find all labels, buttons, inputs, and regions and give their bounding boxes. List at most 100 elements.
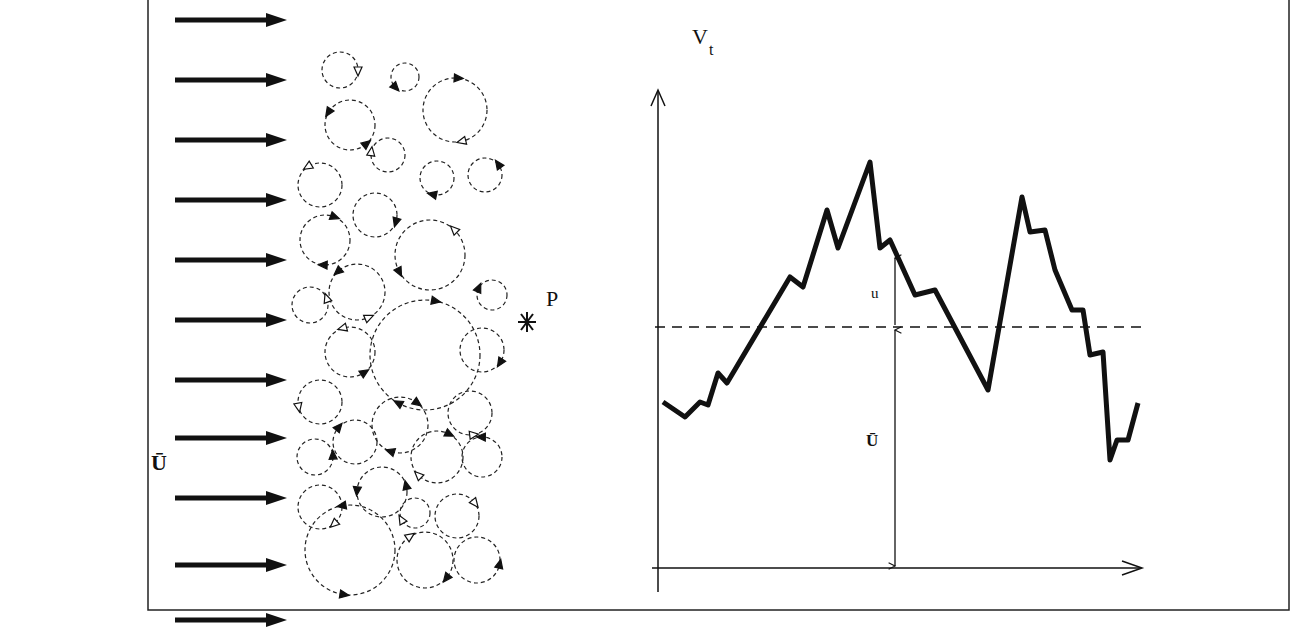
arrow-head (266, 13, 287, 27)
eddy-arrowhead (431, 296, 441, 304)
chart-axes (651, 90, 1142, 592)
eddy-arrowhead (367, 147, 375, 156)
eddy-arrowhead (457, 136, 467, 144)
eddy-arrowhead (469, 498, 478, 508)
eddy-arrowhead (359, 370, 369, 378)
eddy-arrowhead (394, 401, 404, 409)
fluctuation-label: u (871, 286, 879, 301)
eddy-arrowhead (405, 533, 415, 541)
eddy (300, 215, 350, 265)
eddy (435, 494, 479, 538)
eddy-arrowhead (334, 266, 343, 275)
arrow-shaft (175, 496, 272, 501)
eddy (353, 193, 397, 237)
eddy-arrowhead (403, 481, 411, 491)
eddy-arrowhead (338, 323, 348, 331)
eddy (370, 300, 480, 410)
eddy-arrowhead (386, 449, 396, 457)
flow-arrow (175, 431, 287, 445)
arrow-head (266, 253, 287, 267)
eddy-arrowhead (353, 486, 361, 495)
flow-arrow (175, 133, 287, 147)
eddy-arrowhead (324, 293, 332, 303)
eddy (372, 397, 428, 453)
eddy-arrowhead (473, 283, 480, 293)
flow-arrow (175, 613, 287, 627)
flow-arrow (175, 73, 287, 87)
arrow-head (266, 558, 287, 572)
eddy (477, 280, 507, 310)
eddy (423, 78, 487, 142)
velocity-signal (663, 162, 1138, 460)
eddy (397, 532, 453, 588)
eddy-arrowhead (364, 315, 374, 322)
eddy-arrowhead (469, 431, 478, 439)
eddy (411, 431, 463, 483)
eddy (420, 161, 454, 195)
eddy-arrowhead (399, 515, 407, 525)
eddy (297, 439, 333, 475)
eddy (400, 498, 430, 528)
eddy-arrowhead (390, 82, 399, 91)
point-marker (518, 312, 536, 332)
frame (148, 0, 1289, 610)
mean-velocity-label: Ū (866, 432, 878, 449)
flow-arrow (175, 253, 287, 267)
arrow-shaft (175, 436, 272, 441)
dimension-lines (894, 258, 895, 566)
flow-arrow (175, 13, 287, 27)
eddy (454, 537, 500, 583)
eddy-arrowhead (330, 518, 339, 527)
eddy-arrowhead (415, 472, 424, 481)
eddy (292, 287, 328, 323)
eddy-arrowhead (329, 450, 337, 459)
eddy-arrowhead (329, 212, 339, 220)
point-label: P (546, 288, 558, 310)
eddy-arrowhead (444, 429, 454, 437)
flow-arrow (175, 193, 287, 207)
eddy (395, 220, 465, 290)
eddy-arrowhead (412, 397, 422, 406)
arrow-shaft (175, 18, 272, 23)
arrow-head (266, 613, 287, 627)
flow-arrow (175, 313, 287, 327)
flow-arrow (175, 373, 287, 387)
arrow-shaft (175, 198, 272, 203)
eddy (298, 380, 342, 424)
eddy (322, 52, 358, 88)
arrow-head (266, 373, 287, 387)
flow-arrow (175, 491, 287, 505)
arrow-head (266, 73, 287, 87)
eddy-arrowhead (361, 141, 371, 150)
eddy (305, 505, 395, 595)
arrow-shaft (175, 78, 272, 83)
arrow-shaft (175, 258, 272, 263)
arrow-shaft (175, 618, 272, 623)
flow-velocity-label: Ū (151, 452, 167, 474)
axis-subscript: t (709, 42, 713, 58)
eddy (371, 138, 405, 172)
eddy-arrowhead (294, 402, 302, 412)
axis-label: V (692, 26, 708, 48)
arrow-shaft (175, 138, 272, 143)
eddy-arrowhead (339, 590, 349, 598)
arrow-shaft (175, 563, 272, 568)
eddy-arrowhead (318, 261, 327, 269)
mean-flow-arrows (175, 13, 287, 627)
eddy-arrowhead (304, 161, 314, 169)
arrow-head (266, 193, 287, 207)
eddy (448, 391, 492, 435)
eddy-arrowhead (443, 572, 452, 582)
eddy-arrowhead (476, 433, 485, 441)
eddy-arrowhead (428, 191, 438, 199)
eddy-arrowhead (337, 501, 347, 509)
eddy-arrowhead (333, 423, 342, 432)
arrow-head (266, 133, 287, 147)
eddy-arrowhead (497, 357, 505, 367)
arrow-head (266, 313, 287, 327)
eddy-arrowhead (394, 266, 402, 276)
eddy-arrowhead (454, 74, 463, 82)
eddy-arrowhead (451, 226, 460, 235)
arrow-head (266, 491, 287, 505)
